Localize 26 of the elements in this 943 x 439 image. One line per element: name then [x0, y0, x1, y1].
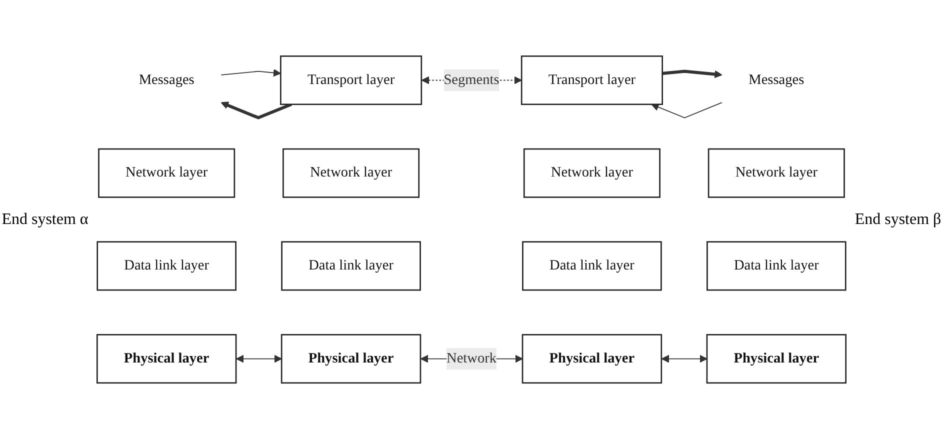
edge-label: Network — [446, 350, 496, 366]
arrow — [220, 102, 292, 120]
node-box: Physical layer — [96, 334, 237, 384]
node-box: Physical layer — [280, 334, 422, 384]
node-text: Messages — [138, 72, 194, 88]
node-box: Data link layer — [706, 241, 846, 291]
node-box: Physical layer — [706, 334, 847, 384]
arrow — [662, 70, 722, 78]
node-box: Network layer — [523, 148, 660, 198]
arrow — [661, 354, 708, 363]
node-box: Network layer — [708, 148, 845, 198]
edge-label: Segments — [444, 72, 500, 88]
end-system-label: End system α — [0, 210, 90, 228]
node-box: Data link layer — [96, 241, 236, 291]
node-box: Transport layer — [280, 55, 422, 105]
node-box: Network layer — [282, 148, 420, 198]
arrow — [651, 102, 722, 118]
node-box: Network layer — [98, 148, 236, 198]
end-system-label: End system β — [854, 210, 942, 228]
arrow — [220, 68, 282, 77]
arrow — [236, 354, 282, 363]
node-box: Data link layer — [281, 241, 421, 291]
node-box: Transport layer — [520, 55, 663, 105]
node-box: Data link layer — [522, 241, 662, 291]
node-box: Physical layer — [522, 334, 662, 384]
node-text: Messages — [748, 72, 804, 88]
